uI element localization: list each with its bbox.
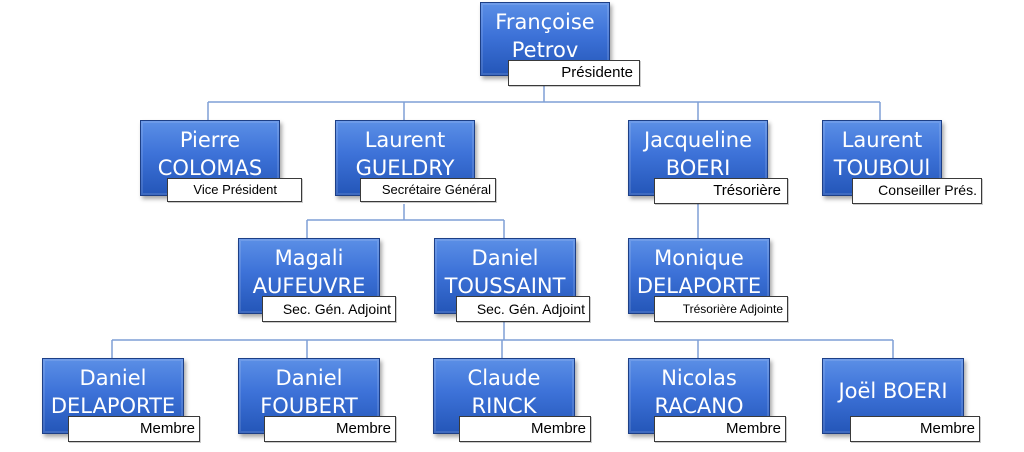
role-label: Membre [264,416,396,442]
role-text: Conseiller Prés. [878,182,977,198]
role-text: Trésorière [713,182,781,199]
role-label: Vice Président [167,178,302,202]
last-name: GUELDRY [355,156,455,180]
last-name: FOUBERT [260,394,358,418]
role-text: Trésorière Adjointe [682,302,783,316]
last-name: TOUBOUl [833,156,931,180]
role-text: Membre [335,420,391,437]
first-name: Françoise [495,10,595,34]
role-label: Secrétaire Général [360,178,496,202]
role-label: Conseiller Prés. [852,178,982,204]
last-name: RACANO [654,394,744,418]
role-label: Trésorière Adjointe [654,296,788,322]
last-name: DELAPORTE [50,394,176,418]
person-box: Laurent TOUBOUl [822,120,942,196]
first-name: Laurent [841,128,923,152]
role-label: Présidente [508,60,640,86]
role-label: Membre [850,416,980,442]
first-name: Daniel [471,246,539,270]
role-text: Vice Président [193,182,277,197]
first-name: Jacqueline [643,128,753,152]
role-text: Membre [919,420,975,437]
role-label: Sec. Gén. Adjoint [456,296,590,322]
first-name: Monique [654,246,744,270]
last-name: TOUSSAINT [444,274,566,298]
last-name: Petrov [511,38,579,62]
first-name: Claude [467,366,541,390]
first-name: Joël BOERI [838,379,948,403]
role-label: Trésorière [654,178,788,204]
role-text: Membre [530,420,586,437]
first-name: Pierre [179,128,241,152]
person-box: Monique DELAPORTE [628,238,770,314]
role-text: Sec. Gén. Adjoint [476,301,585,317]
role-label: Membre [459,416,591,442]
role-label: Membre [68,416,200,442]
last-name: AUFEUVRE [252,274,366,298]
role-text: Secrétaire Général [381,182,491,197]
role-text: Présidente [561,64,633,81]
first-name: Laurent [364,128,446,152]
last-name: BOERI [665,156,731,180]
role-text: Membre [725,420,781,437]
last-name: RINCK [471,394,537,418]
role-label: Membre [654,416,786,442]
first-name: Magali [274,246,344,270]
first-name: Daniel [79,366,147,390]
last-name: DELAPORTE [636,274,762,298]
first-name: Nicolas [661,366,737,390]
role-text: Membre [139,420,195,437]
first-name: Daniel [275,366,343,390]
role-text: Sec. Gén. Adjoint [282,301,391,317]
role-label: Sec. Gén. Adjoint [262,296,396,322]
last-name: COLOMAS [157,156,263,180]
